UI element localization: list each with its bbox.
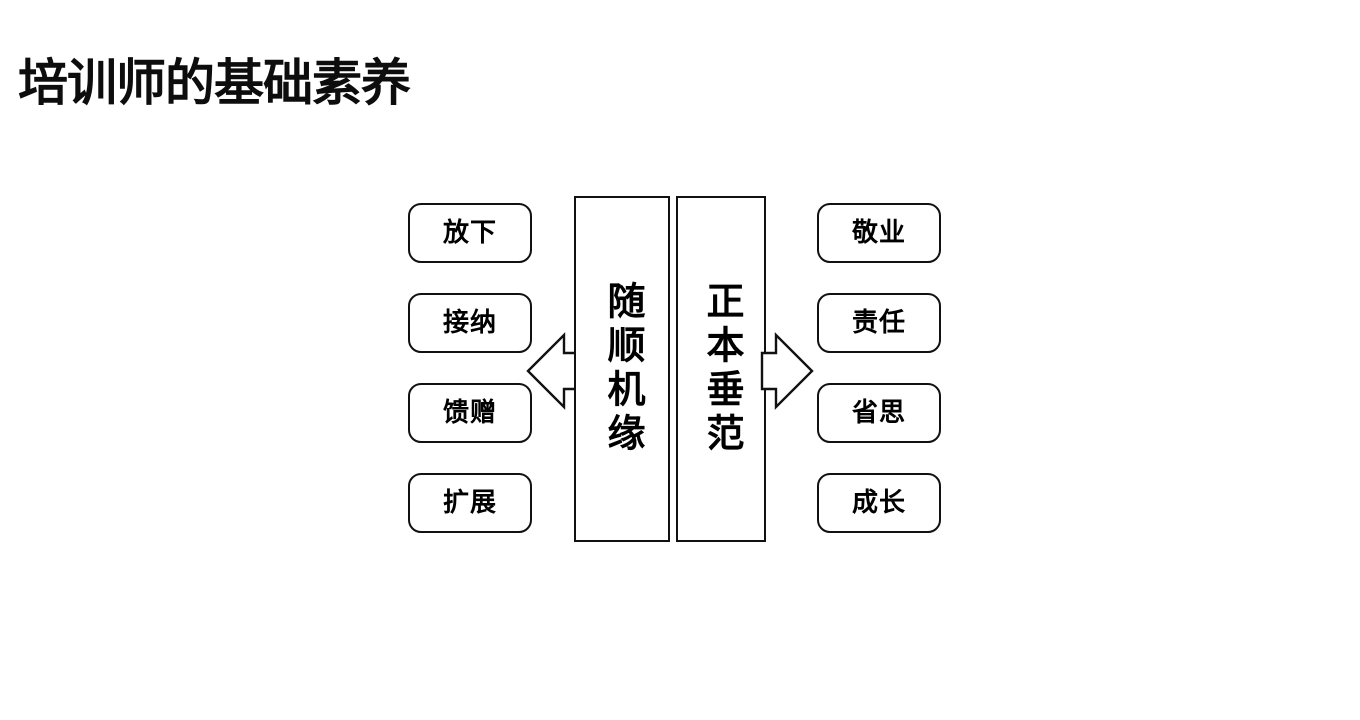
left-item-label-4: 扩展 — [442, 488, 497, 518]
left-item-box-1[interactable]: 放下 — [408, 203, 532, 263]
right-item-box-3[interactable]: 省思 — [817, 383, 941, 443]
left-item-box-4[interactable]: 扩展 — [408, 473, 532, 533]
arrow-right-icon — [760, 332, 814, 410]
left-item-box-3[interactable]: 馈赠 — [408, 383, 532, 443]
left-item-label-1: 放下 — [442, 218, 497, 248]
right-item-label-3: 省思 — [851, 398, 906, 428]
center-panel-left-label: 随顺机缘 — [600, 281, 645, 457]
right-item-label-1: 敬业 — [851, 218, 906, 248]
center-panel-right[interactable]: 正本垂范 — [676, 196, 766, 542]
left-item-label-3: 馈赠 — [442, 398, 497, 428]
arrow-left-icon — [526, 332, 580, 410]
center-panel-right-label: 正本垂范 — [699, 281, 744, 457]
left-item-box-2[interactable]: 接纳 — [408, 293, 532, 353]
page-title: 培训师的基础素养 — [18, 54, 411, 112]
right-item-label-4: 成长 — [851, 488, 906, 518]
center-panel-left[interactable]: 随顺机缘 — [574, 196, 670, 542]
left-item-label-2: 接纳 — [442, 308, 497, 338]
right-item-label-2: 责任 — [851, 308, 906, 338]
right-item-box-1[interactable]: 敬业 — [817, 203, 941, 263]
right-item-box-2[interactable]: 责任 — [817, 293, 941, 353]
right-item-box-4[interactable]: 成长 — [817, 473, 941, 533]
